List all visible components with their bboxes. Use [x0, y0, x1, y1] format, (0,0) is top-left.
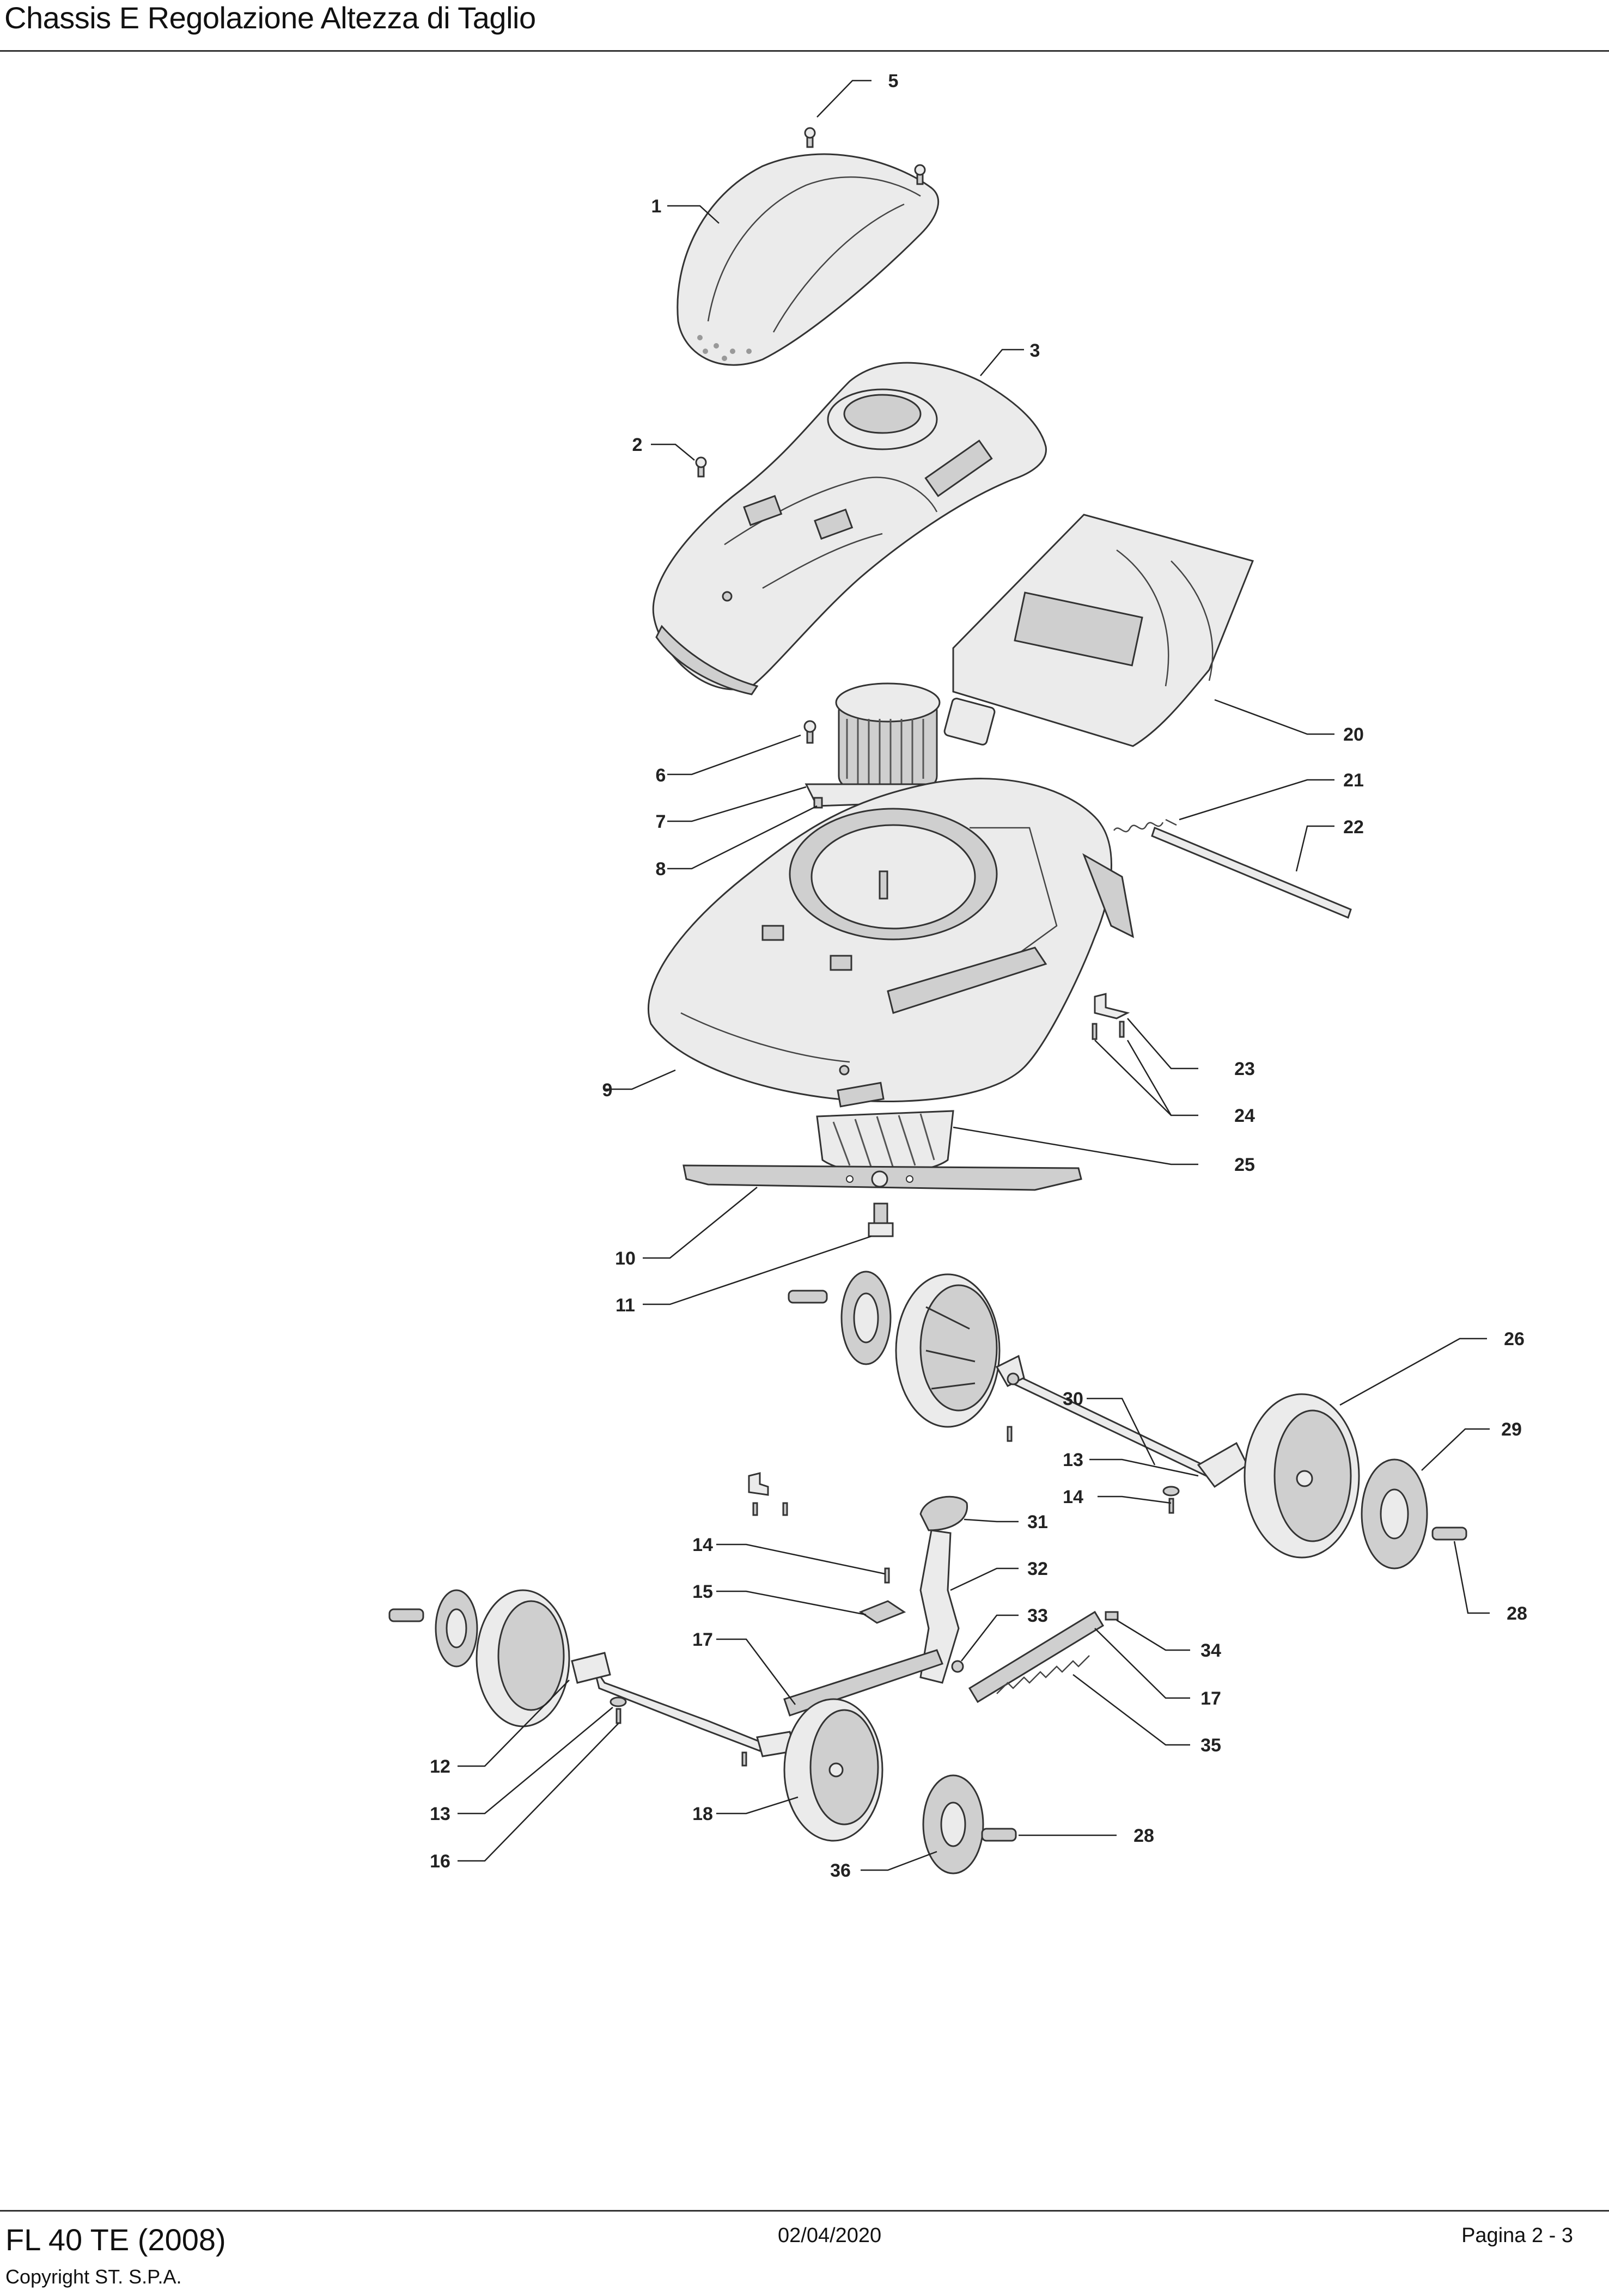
callout-28-upper: 28	[1507, 1603, 1527, 1624]
callout-13-upper: 13	[1063, 1450, 1083, 1470]
part-17-link-arm-left	[783, 1649, 943, 1717]
callout-26: 26	[1504, 1329, 1525, 1349]
callout-33: 33	[1027, 1605, 1048, 1626]
callout-numbers: 5 1 3 2 6 7 8 9 20 21 22 23 24 25 10 11 …	[430, 71, 1527, 1881]
bracket-upper-left	[748, 1472, 788, 1516]
leader-lines	[458, 80, 1490, 1871]
header-divider	[0, 50, 1609, 52]
callout-18: 18	[692, 1804, 713, 1824]
part-1-top-cover	[676, 153, 940, 366]
callout-34: 34	[1200, 1640, 1221, 1661]
part-33-pin	[951, 1660, 964, 1673]
callout-30: 30	[1063, 1389, 1083, 1409]
callout-25: 25	[1234, 1155, 1255, 1175]
callout-17-left: 17	[692, 1629, 713, 1650]
callout-11: 11	[615, 1295, 635, 1316]
part-10-blade	[682, 1164, 1082, 1191]
part-17-link-arm-right	[968, 1610, 1105, 1703]
part-26-rear-right-wheel	[1244, 1393, 1360, 1559]
part-36-hubcap	[922, 1774, 984, 1874]
callout-24: 24	[1234, 1106, 1255, 1126]
part-32-height-lever	[919, 1529, 960, 1684]
part-13-washer-upper	[1162, 1486, 1180, 1497]
part-3-upper-body	[652, 362, 1047, 695]
part-35-spring	[996, 1655, 1090, 1694]
part-22-rod	[1151, 826, 1352, 919]
callout-32: 32	[1027, 1559, 1048, 1579]
part-11-blade-bolt	[868, 1202, 894, 1237]
part-28-bolt-upper	[1431, 1526, 1467, 1541]
part-24-screws	[1092, 1021, 1125, 1040]
part-31-lever-knob	[919, 1495, 968, 1531]
callout-21: 21	[1343, 770, 1364, 791]
callout-22: 22	[1343, 817, 1364, 838]
callout-9: 9	[602, 1080, 613, 1101]
callout-23: 23	[1234, 1059, 1255, 1079]
callout-8: 8	[656, 859, 666, 880]
part-25-fan	[816, 1082, 954, 1174]
part-2-screw	[695, 456, 707, 478]
part-20-rear-flap	[952, 514, 1254, 747]
callout-36: 36	[830, 1860, 851, 1881]
footer-page-number: Pagina 2 - 3	[1461, 2224, 1573, 2247]
callout-2: 2	[632, 435, 643, 455]
part-9-mower-deck	[648, 778, 1135, 1102]
callout-7: 7	[656, 811, 666, 832]
callout-15: 14	[692, 1535, 713, 1555]
callout-13-lower: 13	[430, 1804, 450, 1824]
part-34-pin	[1105, 1611, 1119, 1621]
part-13-washer-lower	[610, 1696, 627, 1707]
callout-35: 35	[1200, 1735, 1221, 1756]
callout-6: 6	[656, 765, 666, 786]
page-title: Chassis E Regolazione Altezza di Taglio	[4, 1, 536, 35]
part-5-screws	[804, 127, 926, 185]
part-21-spring	[1113, 819, 1177, 833]
footer-copyright: Copyright ST. S.P.A.	[5, 2266, 182, 2288]
part-14-screw-lower	[615, 1708, 621, 1724]
part-28-bolt-lower	[981, 1828, 1017, 1842]
screw-small-upper-axle	[1007, 1426, 1013, 1442]
part-29-hubcap	[1361, 1458, 1428, 1570]
callout-29: 29	[1501, 1419, 1522, 1440]
callout-16: 15	[692, 1581, 713, 1602]
callout-14-upper: 14	[1063, 1487, 1083, 1507]
callout-31: 31	[1027, 1512, 1048, 1532]
callout-10: 10	[615, 1248, 636, 1269]
part-18-front-wheel	[783, 1698, 883, 1842]
front-axle	[571, 1652, 796, 1757]
part-30-rear-axle	[995, 1354, 1248, 1488]
callout-28-lower: 28	[1133, 1825, 1154, 1846]
part-23-bracket	[1094, 993, 1130, 1019]
callout-20: 20	[1343, 724, 1364, 745]
callout-17-right: 17	[1200, 1688, 1221, 1709]
front-left-wheel-group	[388, 1589, 570, 1727]
callout-14-lower: 16	[430, 1851, 450, 1872]
callout-12: 12	[430, 1756, 450, 1777]
part-14-screw-upper	[1168, 1498, 1174, 1514]
callout-3: 3	[1030, 340, 1040, 361]
footer-divider	[0, 2210, 1609, 2212]
part-15-screw	[884, 1567, 890, 1584]
screw-small-front	[741, 1751, 747, 1767]
callout-5: 5	[888, 71, 899, 91]
footer-model: FL 40 TE (2008)	[5, 2222, 226, 2257]
rear-left-wheel-group	[788, 1271, 1001, 1428]
footer-date: 02/04/2020	[778, 2224, 882, 2247]
callout-1: 1	[651, 196, 662, 217]
part-16-clip	[858, 1600, 906, 1624]
